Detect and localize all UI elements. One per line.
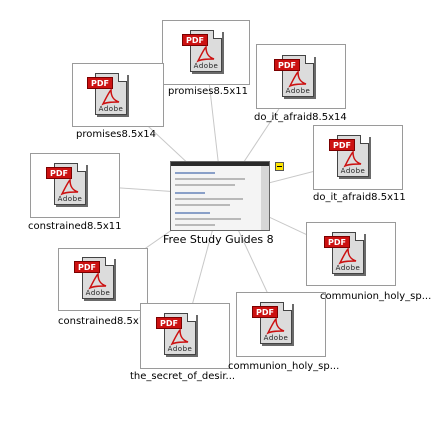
pdf-node[interactable]: PDF Adobe constrained8.5x11 <box>28 153 122 233</box>
pdf-file-icon: PDF Adobe <box>324 230 366 276</box>
pdf-file-icon: PDF Adobe <box>329 133 371 179</box>
minus-collapse-icon[interactable] <box>275 162 284 171</box>
pdf-file-icon: PDF Adobe <box>274 53 316 99</box>
pdf-file-icon: PDF Adobe <box>182 28 224 74</box>
pdf-node[interactable]: PDF Adobe communion_holy_sp... <box>306 222 431 307</box>
pdf-node-label: the_secret_of_desir... <box>130 371 236 382</box>
pdf-node-label: do_it_afraid8.5x14 <box>254 112 347 123</box>
pdf-node-label: communion_holy_sp... <box>228 361 340 372</box>
pdf-node-label: constrained8.5x11 <box>28 221 122 232</box>
pdf-file-icon: PDF Adobe <box>87 71 129 117</box>
center-node-label: Free Study Guides 8 <box>163 233 274 246</box>
pdf-node-label: do_it_afraid8.5x11 <box>313 192 406 203</box>
pdf-node[interactable]: PDF Adobe do_it_afraid8.5x11 <box>313 125 406 205</box>
pdf-file-icon: PDF Adobe <box>46 161 88 207</box>
pdf-node-label: communion_holy_sp... <box>320 291 432 302</box>
pdf-node[interactable]: PDF Adobe promises8.5x14 <box>72 63 164 143</box>
pdf-node-label: constrained8.5x14 <box>58 316 152 327</box>
pdf-file-icon: PDF Adobe <box>156 311 198 357</box>
center-node[interactable]: Free Study Guides 8 <box>160 158 285 253</box>
pdf-node-label: promises8.5x11 <box>168 86 248 97</box>
pdf-file-icon: PDF Adobe <box>252 300 294 346</box>
pdf-node[interactable]: PDF Adobe do_it_afraid8.5x14 <box>254 44 348 124</box>
pdf-file-icon: PDF Adobe <box>74 255 116 301</box>
pdf-node[interactable]: PDF Adobe communion_holy_sp... <box>228 292 339 377</box>
pdf-node[interactable]: PDF Adobe the_secret_of_desir... <box>130 303 250 388</box>
page-thumbnail <box>170 161 270 231</box>
pdf-node[interactable]: PDF Adobe constrained8.5x14 <box>58 248 152 328</box>
pdf-node[interactable]: PDF Adobe promises8.5x11 <box>162 20 250 100</box>
pdf-node-label: promises8.5x14 <box>76 129 156 140</box>
